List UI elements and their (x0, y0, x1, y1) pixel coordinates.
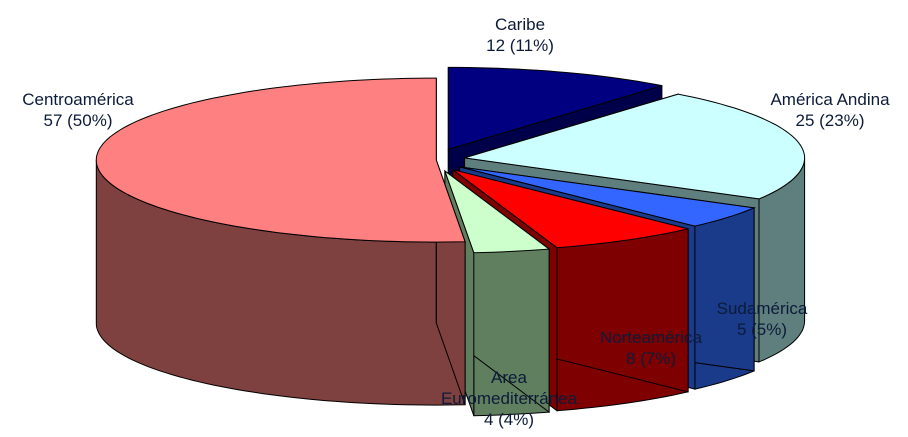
slice-top-norteamerica (452, 169, 689, 249)
slice-top-sudamerica (459, 166, 757, 227)
slice-centroamerica (95, 77, 466, 406)
slice-top-area-euromediterranea (443, 169, 551, 254)
slice-top-centroamerica (95, 77, 466, 243)
slice-name-norteamerica: Norteamérica (599, 328, 703, 347)
slice-value-caribe: 12 (11%) (486, 36, 554, 55)
slice-area-euromediterranea (443, 169, 551, 417)
slice-label-america-andina: América Andina 25 (23%) (770, 89, 889, 131)
slice-name-sudamerica: Sudamérica (716, 299, 808, 318)
slice-value-area-euromediterranea: 4 (4%) (483, 410, 535, 429)
slice-label-norteamerica: Norteamérica 8 (7%) (600, 327, 702, 369)
slice-name-area-line1: Area (491, 368, 527, 387)
slice-value-sudamerica: 5 (5%) (736, 320, 788, 339)
slice-value-centroamerica: 57 (50%) (43, 111, 113, 130)
slice-top-america-andina (464, 93, 806, 200)
slice-value-norteamerica: 8 (7%) (625, 349, 677, 368)
slice-label-area-euromediterranea: Area Euromediterránea 4 (4%) (441, 367, 577, 430)
slice-label-caribe: Caribe 12 (11%) (486, 14, 554, 56)
slice-name-centroamerica: Centroamérica (22, 90, 134, 109)
slice-label-sudamerica: Sudamérica 5 (5%) (717, 298, 808, 340)
slice-label-centroamerica: Centroamérica 57 (50%) (22, 89, 134, 131)
slice-top-caribe (447, 66, 663, 151)
slice-name-area-line2: Euromediterránea (440, 389, 578, 408)
slice-name-caribe: Caribe (494, 15, 546, 34)
slice-name-america-andina: América Andina (770, 90, 890, 109)
slice-value-america-andina: 25 (23%) (795, 111, 865, 130)
